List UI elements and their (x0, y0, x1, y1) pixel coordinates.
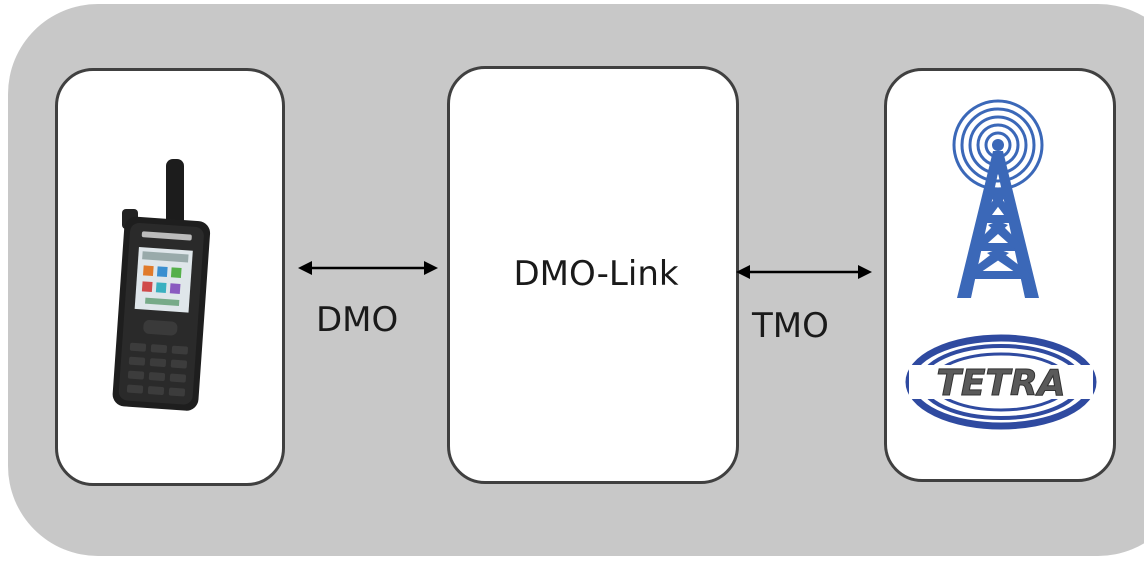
dmo-link-label: DMO-Link (513, 254, 679, 294)
tmo-label: TMO (752, 306, 829, 346)
dmo-link-box: DMO-Link (447, 66, 739, 484)
handheld-radio-box (55, 68, 285, 486)
tetra-logo-text: TETRA (936, 363, 1065, 404)
tetra-logo-icon: TETRA (905, 334, 1097, 430)
dmo-label: DMO (316, 300, 399, 340)
dmo-double-arrow (298, 261, 438, 275)
tmo-double-arrow (736, 265, 872, 279)
radio-tower-icon (952, 99, 1044, 298)
tetra-network-box: TETRA (884, 68, 1116, 482)
handheld-radio-icon (112, 159, 211, 411)
